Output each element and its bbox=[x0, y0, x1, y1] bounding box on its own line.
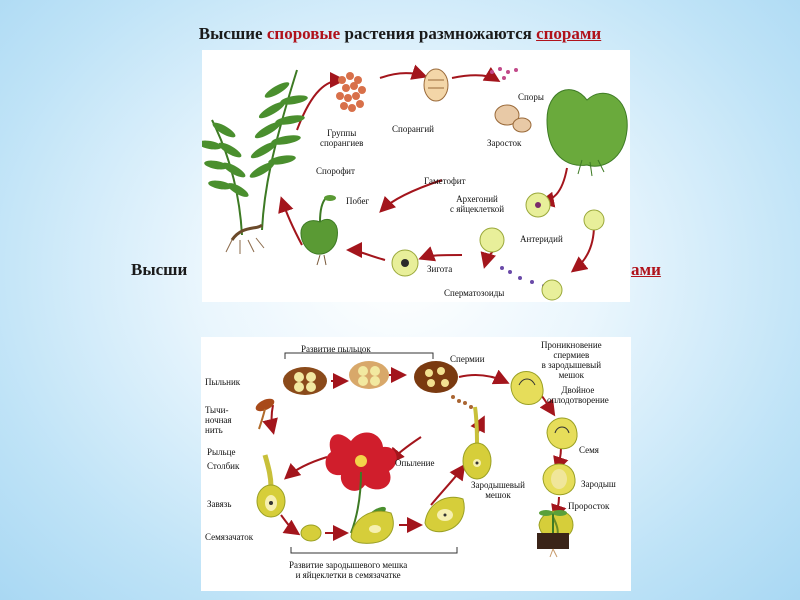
label-stigma: Рыльце bbox=[207, 447, 236, 457]
subtitle-left-fragment: Высши bbox=[131, 260, 188, 279]
seedling-illustration bbox=[537, 510, 569, 558]
label-antheridium: Антеридий bbox=[520, 234, 563, 244]
label-anther-development: Развитие пыльцок bbox=[301, 344, 371, 354]
label-archegonium: Архегоний с яйцеклеткой bbox=[450, 194, 505, 214]
fern-life-cycle-diagram: Группы спорангиев Спорангий Споры Зарост… bbox=[202, 50, 630, 302]
label-embryo-sac-development: Развитие зародышевого мешка и яйцеклетки… bbox=[289, 560, 408, 580]
cycle-arrow bbox=[451, 66, 501, 83]
sori-cluster-illustration bbox=[336, 72, 366, 112]
label-sporangium: Спорангий bbox=[392, 124, 434, 134]
label-embryo-sac: Зародышевый мешок bbox=[471, 480, 525, 500]
label-seed: Семя bbox=[579, 445, 599, 455]
sporangium-illustration bbox=[423, 68, 449, 102]
antheridium-illustration bbox=[583, 209, 605, 231]
cycle-arrow bbox=[379, 64, 428, 80]
cycle-arrow bbox=[278, 196, 303, 246]
cycle-arrow bbox=[346, 242, 386, 261]
slide-title: Высшие споровые растения размножаются сп… bbox=[198, 24, 602, 43]
bracket-anther-development bbox=[284, 352, 434, 359]
label-filament: Тычи- ночная нить bbox=[205, 405, 232, 435]
label-style: Столбик bbox=[207, 461, 240, 471]
label-embryo: Зародыш bbox=[581, 479, 616, 489]
label-seedling: Проросток bbox=[568, 501, 610, 511]
label-spores: Споры bbox=[518, 92, 544, 102]
label-ovary: Завязь bbox=[207, 499, 232, 509]
label-sperms: Спермии bbox=[450, 354, 485, 364]
ovule-development-illustration bbox=[300, 496, 465, 544]
fertilization-seed-series-illustration bbox=[510, 371, 578, 540]
label-prothallus: Заросток bbox=[487, 138, 522, 148]
label-gametophyte: Гаметофит bbox=[424, 176, 466, 186]
spores-illustration bbox=[490, 67, 518, 80]
label-double-fertilization: Двойное оплодотворение bbox=[547, 385, 609, 405]
label-ovule: Семязачаток bbox=[205, 532, 254, 542]
cycle-arrow bbox=[418, 246, 463, 262]
label-spermatozoids: Сперматозоиды bbox=[444, 288, 505, 298]
pistil-illustration bbox=[256, 454, 286, 518]
label-zygote: Зигота bbox=[427, 264, 453, 274]
label-anther: Пыльник bbox=[205, 377, 241, 387]
bracket-embryo-sac-development bbox=[290, 547, 458, 554]
subtitle-right-fragment: ами bbox=[631, 260, 661, 279]
pollen-grains-illustration bbox=[451, 395, 473, 409]
label-sori: Группы спорангиев bbox=[320, 128, 364, 148]
anther-cross-sections-illustration bbox=[283, 361, 458, 395]
cycle-arrow bbox=[570, 224, 595, 273]
stamen-illustration bbox=[255, 398, 275, 430]
cycle-arrow bbox=[379, 179, 443, 213]
young-sporophyte-illustration bbox=[300, 195, 338, 266]
angiosperm-cycle-illustration bbox=[255, 352, 578, 558]
angiosperm-life-cycle-diagram: Развитие пыльцок Спермии Проникновение с… bbox=[201, 337, 631, 591]
label-shoot: Побег bbox=[346, 196, 370, 206]
fern-cycle-illustration bbox=[202, 64, 628, 301]
cycle-arrow bbox=[296, 72, 346, 131]
pollinated-pistil-illustration bbox=[462, 406, 492, 480]
fern-sporophyte-illustration bbox=[202, 69, 308, 254]
spermatozoids-illustration bbox=[500, 266, 546, 288]
title-highlight-sporovye: споровые bbox=[266, 24, 341, 43]
label-sporophyte: Спорофит bbox=[316, 166, 355, 176]
prothallus-illustration bbox=[546, 89, 628, 177]
label-pollination: Опыление bbox=[395, 458, 435, 468]
title-highlight-sporami: спорами bbox=[536, 24, 602, 43]
label-sperm-penetration: Проникновение спермиев в зародышевый меш… bbox=[541, 340, 602, 380]
